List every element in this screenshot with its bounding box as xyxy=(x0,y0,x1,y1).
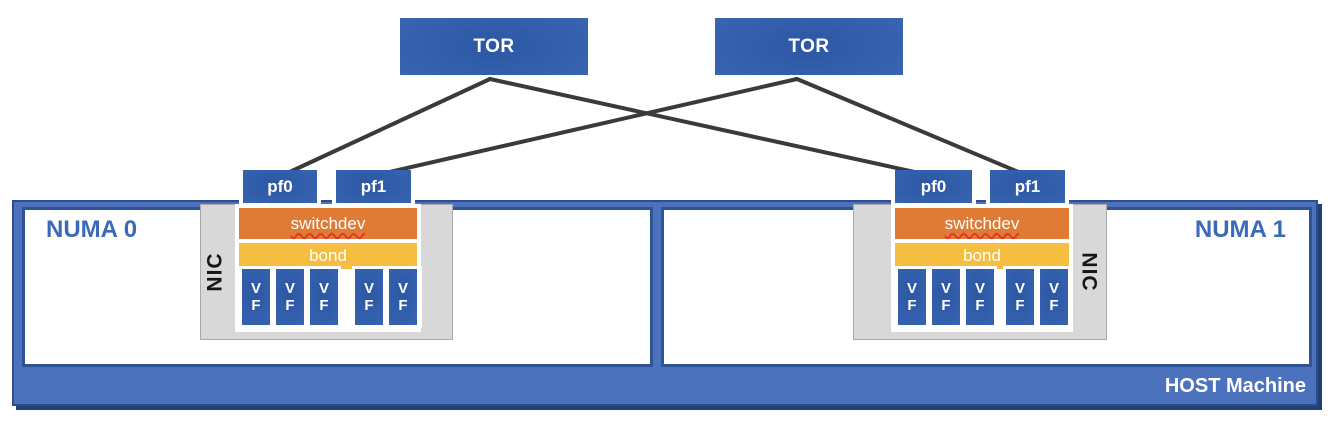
vf-label-top: V xyxy=(906,279,917,297)
numa1-nic-pf0: pf0 xyxy=(891,170,976,207)
link-tor1-numa1-pf1 xyxy=(795,77,1030,178)
vf-label-bottom: F xyxy=(319,297,329,314)
vf-label-bottom: F xyxy=(285,297,295,314)
vf-label-top: V xyxy=(1014,279,1025,297)
host-machine-label: HOST Machine xyxy=(1164,375,1306,397)
vf-label-top: V xyxy=(318,279,329,297)
numa0-switchdev-bar: switchdev xyxy=(239,208,417,239)
vf-label-bottom: F xyxy=(907,297,917,314)
numa0-box xyxy=(22,207,653,367)
numa0-bond-bar: bond xyxy=(239,243,417,269)
vf-label-bottom: F xyxy=(1049,297,1059,314)
vf-label-top: V xyxy=(397,279,408,297)
numa0-bond-label: bond xyxy=(309,246,347,265)
numa1-bond-label: bond xyxy=(963,246,1001,265)
tor-switch-0: TOR xyxy=(400,18,588,75)
link-tor0-numa0-pf0 xyxy=(279,77,492,178)
numa0-label: NUMA 0 xyxy=(46,216,138,243)
vf-label-top: V xyxy=(250,279,261,297)
numa1-bond-bar: bond xyxy=(895,243,1069,269)
numa1-switchdev-label: switchdev xyxy=(944,213,1020,233)
vf-label-top: V xyxy=(940,279,951,297)
vf-label-bottom: F xyxy=(398,297,408,314)
numa0-nic-pf0: pf0 xyxy=(239,170,321,207)
vf-label-top: V xyxy=(363,279,374,297)
vf-label-bottom: F xyxy=(251,297,261,314)
vf-label-bottom: F xyxy=(1015,297,1025,314)
numa0-nic-pf1: pf1 xyxy=(332,170,415,207)
tor-switch-1: TOR xyxy=(715,18,903,75)
numa0-switchdev-label: switchdev xyxy=(290,213,366,233)
link-tor0-numa1-pf0 xyxy=(488,77,935,178)
vf-label-bottom: F xyxy=(364,297,374,314)
vf-label-bottom: F xyxy=(941,297,951,314)
vf-label-top: V xyxy=(1048,279,1059,297)
link-tor1-numa0-pf1 xyxy=(370,77,799,178)
numa1-label: NUMA 1 xyxy=(1194,216,1286,243)
numa1-nic-pf1: pf1 xyxy=(986,170,1069,207)
numa1-switchdev-bar: switchdev xyxy=(895,208,1069,239)
vf-label-top: V xyxy=(284,279,295,297)
vf-label-top: V xyxy=(974,279,985,297)
vf-label-bottom: F xyxy=(975,297,985,314)
